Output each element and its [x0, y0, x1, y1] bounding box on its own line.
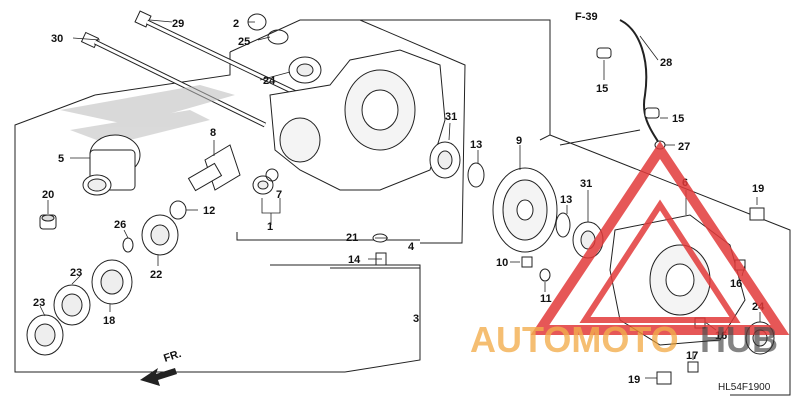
front-direction-label: FR. — [162, 348, 183, 365]
part-label: 2 — [233, 18, 239, 30]
gear-case-4 — [269, 49, 446, 191]
part-label: 18 — [103, 315, 115, 327]
part-label: 25 — [238, 36, 250, 48]
watermark-logo: AUTOMOTO HUB — [470, 140, 790, 360]
ring-26 — [122, 237, 134, 253]
watermark-text-automoto: AUTOMOTO — [470, 319, 679, 360]
part-label: 15 — [672, 113, 684, 125]
part-label: 24 — [263, 75, 276, 87]
part-label: 31 — [580, 178, 592, 190]
ring-25 — [267, 29, 289, 45]
section-reference: F-39 — [575, 11, 598, 23]
collar-7 — [252, 168, 279, 195]
pinion-flange — [82, 134, 141, 196]
part-label: 16 — [730, 278, 742, 290]
part-label: 14 — [348, 254, 361, 266]
part-label: 20 — [42, 189, 54, 201]
seal-23-upper — [53, 284, 91, 326]
part-label: 8 — [210, 127, 216, 139]
part-label: 15 — [596, 83, 608, 95]
clip-15-upper — [596, 47, 612, 59]
long-bolt-29 — [134, 10, 302, 98]
pinion-gear-8 — [187, 144, 241, 192]
watermark-text-hub: HUB — [700, 319, 778, 360]
part-label: 22 — [150, 269, 162, 281]
seal-24-top — [288, 56, 322, 84]
part-label: 28 — [660, 57, 672, 69]
part-label: 19 — [628, 374, 640, 386]
part-label: 27 — [678, 141, 690, 153]
bearing-22 — [141, 214, 179, 256]
part-label: 23 — [70, 267, 82, 279]
part-label: 13 — [470, 139, 482, 151]
assembly-outline — [14, 19, 791, 396]
breather-tube-28 — [619, 19, 661, 146]
part-label: 30 — [51, 33, 63, 45]
part-label: 17 — [686, 350, 698, 362]
shim-13-lower — [555, 212, 571, 238]
part-label: 10 — [496, 257, 508, 269]
part-label: 5 — [58, 153, 64, 165]
nut-19-right — [749, 207, 765, 221]
part-label: 11 — [540, 293, 552, 305]
part-label: 29 — [172, 18, 184, 30]
part-label: 9 — [516, 135, 522, 147]
gear-case-cover-6 — [609, 214, 746, 346]
part-label: 23 — [33, 297, 45, 309]
nut-20 — [39, 214, 57, 230]
part-label: 21 — [346, 232, 358, 244]
part-label: 7 — [276, 189, 282, 201]
catalog-code: HL54F1900 — [718, 382, 771, 393]
bearing-31-upper — [429, 141, 461, 179]
part-label: 12 — [203, 205, 215, 217]
part-label: 26 — [114, 219, 126, 231]
bolt-17 — [687, 361, 699, 373]
clip-15-lower — [644, 107, 660, 119]
long-bolt-30 — [80, 31, 267, 128]
honda-wing-logo — [60, 85, 235, 145]
part-label: 31 — [445, 111, 457, 123]
part-label: 4 — [408, 241, 415, 253]
front-direction-arrow: FR. — [140, 348, 183, 386]
bolt-10 — [521, 256, 533, 268]
shim-12 — [169, 200, 187, 220]
watermark-triangle-icon — [530, 140, 790, 335]
part-label: 19 — [752, 183, 764, 195]
shim-13-upper — [467, 162, 485, 188]
bearing-18 — [91, 259, 133, 305]
washer-11 — [539, 268, 551, 282]
seal-23-lower — [26, 314, 64, 356]
ring-gear-9 — [492, 167, 558, 253]
part-label: 3 — [413, 313, 419, 325]
nut-19-bottom — [656, 371, 672, 385]
part-label: 13 — [560, 194, 572, 206]
part-label: 1 — [267, 221, 273, 233]
